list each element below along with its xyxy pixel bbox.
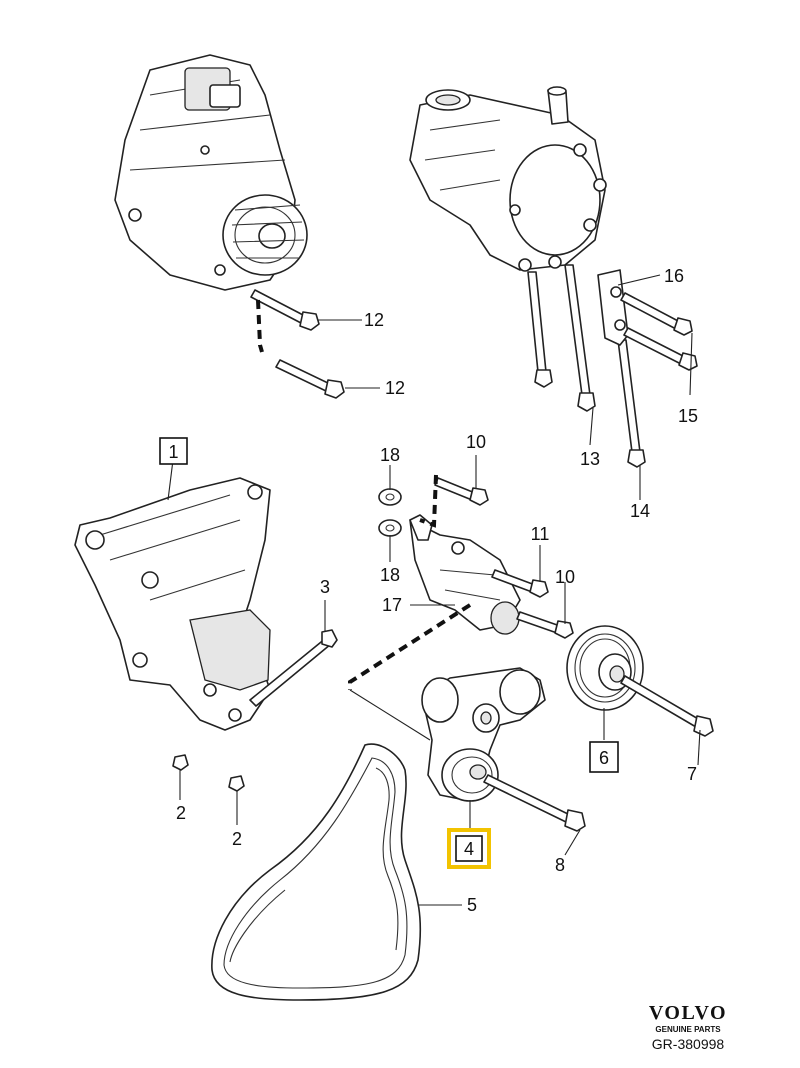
bolt-7 xyxy=(620,675,714,737)
callout-box-6 xyxy=(589,741,619,773)
callout-1: 1 xyxy=(168,442,178,462)
bolt-11 xyxy=(491,569,549,598)
nut-2b xyxy=(228,775,245,792)
bolt-15-upper xyxy=(620,292,693,336)
bolt-15-lower xyxy=(623,327,698,371)
bolt-14 xyxy=(617,339,646,468)
callout-2-left: 2 xyxy=(176,803,186,823)
bolt-8 xyxy=(483,774,586,832)
callout-box-4 xyxy=(455,835,483,862)
nut-2a xyxy=(172,754,189,771)
bolt-10-upper xyxy=(434,477,489,506)
callout-17: 17 xyxy=(382,595,402,615)
diagram-reference: GR-380998 xyxy=(651,1036,725,1052)
callout-10-upper: 10 xyxy=(466,432,486,452)
callout-4: 4 xyxy=(464,839,474,859)
callout-8: 8 xyxy=(555,855,565,875)
callout-13: 13 xyxy=(580,449,600,469)
callout-18-lower: 18 xyxy=(380,565,400,585)
dashed-guide-tensioner xyxy=(348,603,472,690)
bolt-3 xyxy=(249,629,338,707)
washer-18-upper xyxy=(378,488,402,506)
dashed-guide-10 xyxy=(419,474,438,528)
bolt-10-lower xyxy=(516,611,574,639)
callout-5: 5 xyxy=(467,895,477,915)
bolt-13 xyxy=(527,271,553,388)
callout-14: 14 xyxy=(630,501,650,521)
bracket-17 xyxy=(409,514,521,635)
tensioner-4 xyxy=(421,667,546,802)
volvo-logo-text: VOLVO xyxy=(648,1002,728,1024)
callout-18-upper: 18 xyxy=(380,445,400,465)
bolt-12-lower xyxy=(275,359,345,399)
alternator xyxy=(114,54,308,291)
dashed-guide-12 xyxy=(256,299,264,353)
callout-15: 15 xyxy=(678,406,698,426)
drive-belt-5 xyxy=(211,743,422,1001)
ac-compressor xyxy=(409,86,607,272)
genuine-parts-label: GENUINE PARTS xyxy=(655,1025,721,1034)
idler-pulley-6 xyxy=(566,625,644,711)
washer-18-lower xyxy=(378,519,402,537)
bolt-12-upper xyxy=(250,289,320,331)
callout-2-right: 2 xyxy=(232,829,242,849)
callout-11: 11 xyxy=(531,524,550,544)
callout-3: 3 xyxy=(320,577,330,597)
bracket-16 xyxy=(597,269,629,346)
callout-6: 6 xyxy=(599,748,609,768)
callout-10-lower: 10 xyxy=(555,567,575,587)
callout-16: 16 xyxy=(664,266,684,286)
callout-12-lower: 12 xyxy=(385,378,405,398)
callout-7: 7 xyxy=(687,764,697,784)
callout-box-1 xyxy=(159,437,188,465)
bolt-13-long xyxy=(564,264,596,412)
bracket-1 xyxy=(74,477,271,731)
callout-12-upper: 12 xyxy=(364,310,384,330)
